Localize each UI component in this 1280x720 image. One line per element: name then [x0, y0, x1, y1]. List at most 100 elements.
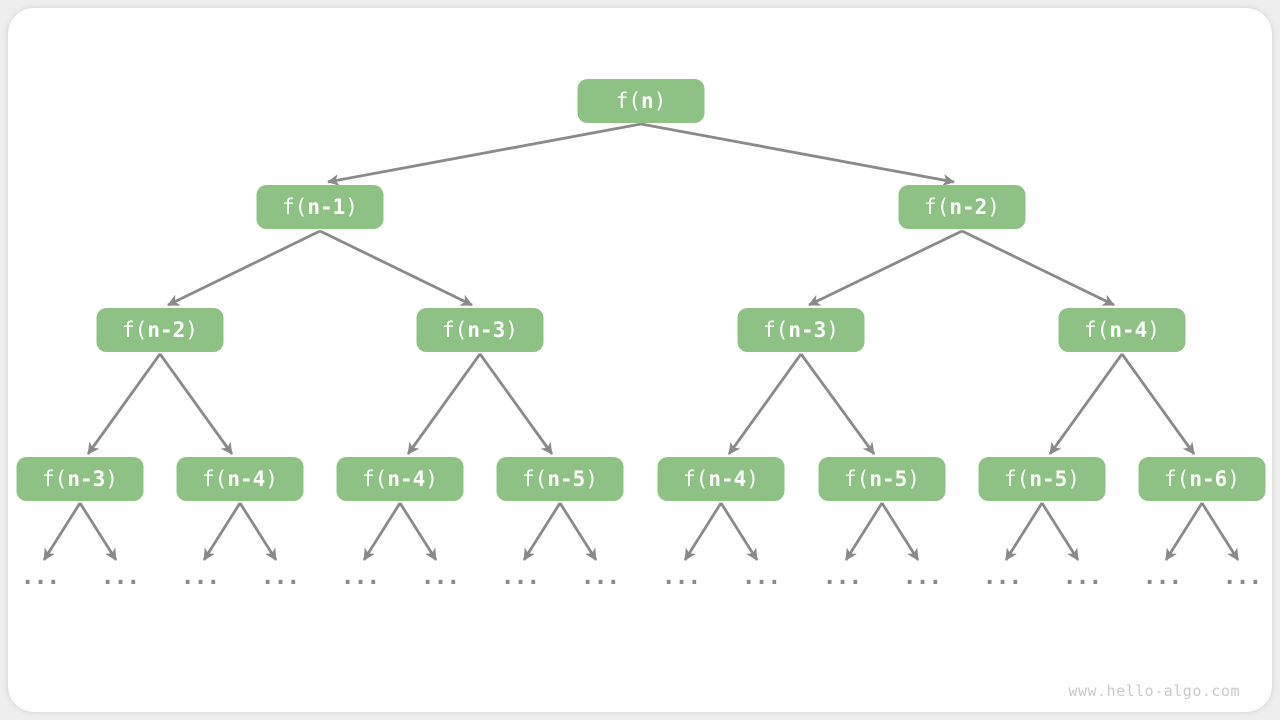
- arrow: [880, 502, 920, 561]
- node-label-arg: n-6: [1189, 467, 1228, 491]
- node-label-prefix: f(: [924, 195, 950, 219]
- node-label-prefix: f(: [442, 318, 468, 342]
- node-label-arg: n-3: [467, 318, 506, 342]
- tree-node: f(n-2): [898, 185, 1026, 229]
- ellipsis-leaf: ...: [822, 564, 863, 590]
- node-label-suffix: ): [907, 467, 920, 491]
- tree-node: f(n-2): [96, 308, 224, 352]
- ellipsis-leaf: ...: [420, 564, 461, 590]
- ellipsis-leaf: ...: [340, 564, 381, 590]
- node-label-prefix: f(: [42, 467, 68, 491]
- tree-node: f(n-3): [16, 457, 144, 501]
- node-label-suffix: ): [185, 318, 198, 342]
- tree-node: f(n-5): [978, 457, 1106, 501]
- tree-node: f(n-6): [1138, 457, 1266, 501]
- node-label-arg: n-4: [708, 467, 747, 491]
- node-label-arg: n-5: [1029, 467, 1068, 491]
- arrow: [158, 353, 234, 455]
- tree-node: f(n-4): [1058, 308, 1186, 352]
- arrow: [319, 229, 473, 307]
- tree-node: f(n-3): [737, 308, 865, 352]
- ellipsis-leaf: ...: [500, 564, 541, 590]
- arrow: [1048, 353, 1124, 455]
- arrow: [683, 502, 723, 561]
- arrow: [238, 502, 278, 561]
- node-label-arg: n-3: [67, 467, 106, 491]
- node-label-prefix: f(: [683, 467, 709, 491]
- node-label-prefix: f(: [615, 89, 641, 113]
- node-label-prefix: f(: [763, 318, 789, 342]
- ellipsis-leaf: ...: [580, 564, 621, 590]
- arrow: [167, 229, 321, 307]
- tree-node: f(n-5): [818, 457, 946, 501]
- ellipsis-leaf: ...: [661, 564, 702, 590]
- node-label-arg: n-1: [307, 195, 346, 219]
- arrow: [727, 353, 803, 455]
- node-label-prefix: f(: [1004, 467, 1030, 491]
- arrow: [961, 229, 1115, 307]
- node-label-suffix: ): [987, 195, 1000, 219]
- node-label-suffix: ): [826, 318, 839, 342]
- ellipsis-leaf: ...: [1222, 564, 1263, 590]
- arrow: [1004, 502, 1044, 561]
- arrow: [398, 502, 438, 561]
- ellipsis-leaf: ...: [902, 564, 943, 590]
- node-label-suffix: ): [1227, 467, 1240, 491]
- arrow: [1200, 502, 1240, 561]
- ellipsis-leaf: ...: [982, 564, 1023, 590]
- node-label-arg: n-4: [227, 467, 266, 491]
- node-label-suffix: ): [345, 195, 358, 219]
- node-label-arg: n: [640, 89, 654, 113]
- node-label-arg: n-2: [949, 195, 988, 219]
- node-label-arg: n-2: [147, 318, 186, 342]
- node-label-suffix: ): [1067, 467, 1080, 491]
- node-label-suffix: ): [585, 467, 598, 491]
- node-label-prefix: f(: [1164, 467, 1190, 491]
- arrow: [522, 502, 562, 561]
- arrow: [640, 122, 955, 186]
- arrow: [406, 353, 482, 455]
- arrow: [362, 502, 402, 561]
- node-label-arg: n-4: [387, 467, 426, 491]
- node-label-suffix: ): [746, 467, 759, 491]
- tree-node: f(n-4): [336, 457, 464, 501]
- ellipsis-leaf: ...: [260, 564, 301, 590]
- arrow: [844, 502, 884, 561]
- watermark: www.hello-algo.com: [1068, 682, 1240, 700]
- node-label-prefix: f(: [282, 195, 308, 219]
- arrow: [478, 353, 554, 455]
- node-label-suffix: ): [653, 89, 667, 113]
- node-label-suffix: ): [425, 467, 438, 491]
- ellipsis-leaf: ...: [1142, 564, 1183, 590]
- node-label-arg: n-3: [788, 318, 827, 342]
- ellipsis-leaf: ...: [1062, 564, 1103, 590]
- ellipsis-leaf: ...: [100, 564, 141, 590]
- node-label-prefix: f(: [362, 467, 388, 491]
- node-label-suffix: ): [1147, 318, 1160, 342]
- arrow: [719, 502, 759, 561]
- node-label-suffix: ): [505, 318, 518, 342]
- ellipsis-leaf: ...: [741, 564, 782, 590]
- node-label-arg: n-5: [547, 467, 586, 491]
- arrow: [1040, 502, 1080, 561]
- arrow: [327, 122, 642, 186]
- ellipsis-leaf: ...: [180, 564, 221, 590]
- node-label-suffix: ): [105, 467, 118, 491]
- arrow: [558, 502, 598, 561]
- arrow: [86, 353, 162, 455]
- tree-node: f(n-5): [496, 457, 624, 501]
- tree-node: f(n-3): [416, 308, 544, 352]
- ellipsis-leaf: ...: [20, 564, 61, 590]
- tree-node: f(n-4): [176, 457, 304, 501]
- tree-node: f(n-4): [657, 457, 785, 501]
- node-label-prefix: f(: [202, 467, 228, 491]
- arrow: [1120, 353, 1196, 455]
- arrow: [799, 353, 876, 455]
- arrow: [78, 502, 118, 561]
- arrow: [42, 502, 82, 561]
- node-label-prefix: f(: [844, 467, 870, 491]
- arrow: [808, 229, 963, 307]
- node-label-prefix: f(: [122, 318, 148, 342]
